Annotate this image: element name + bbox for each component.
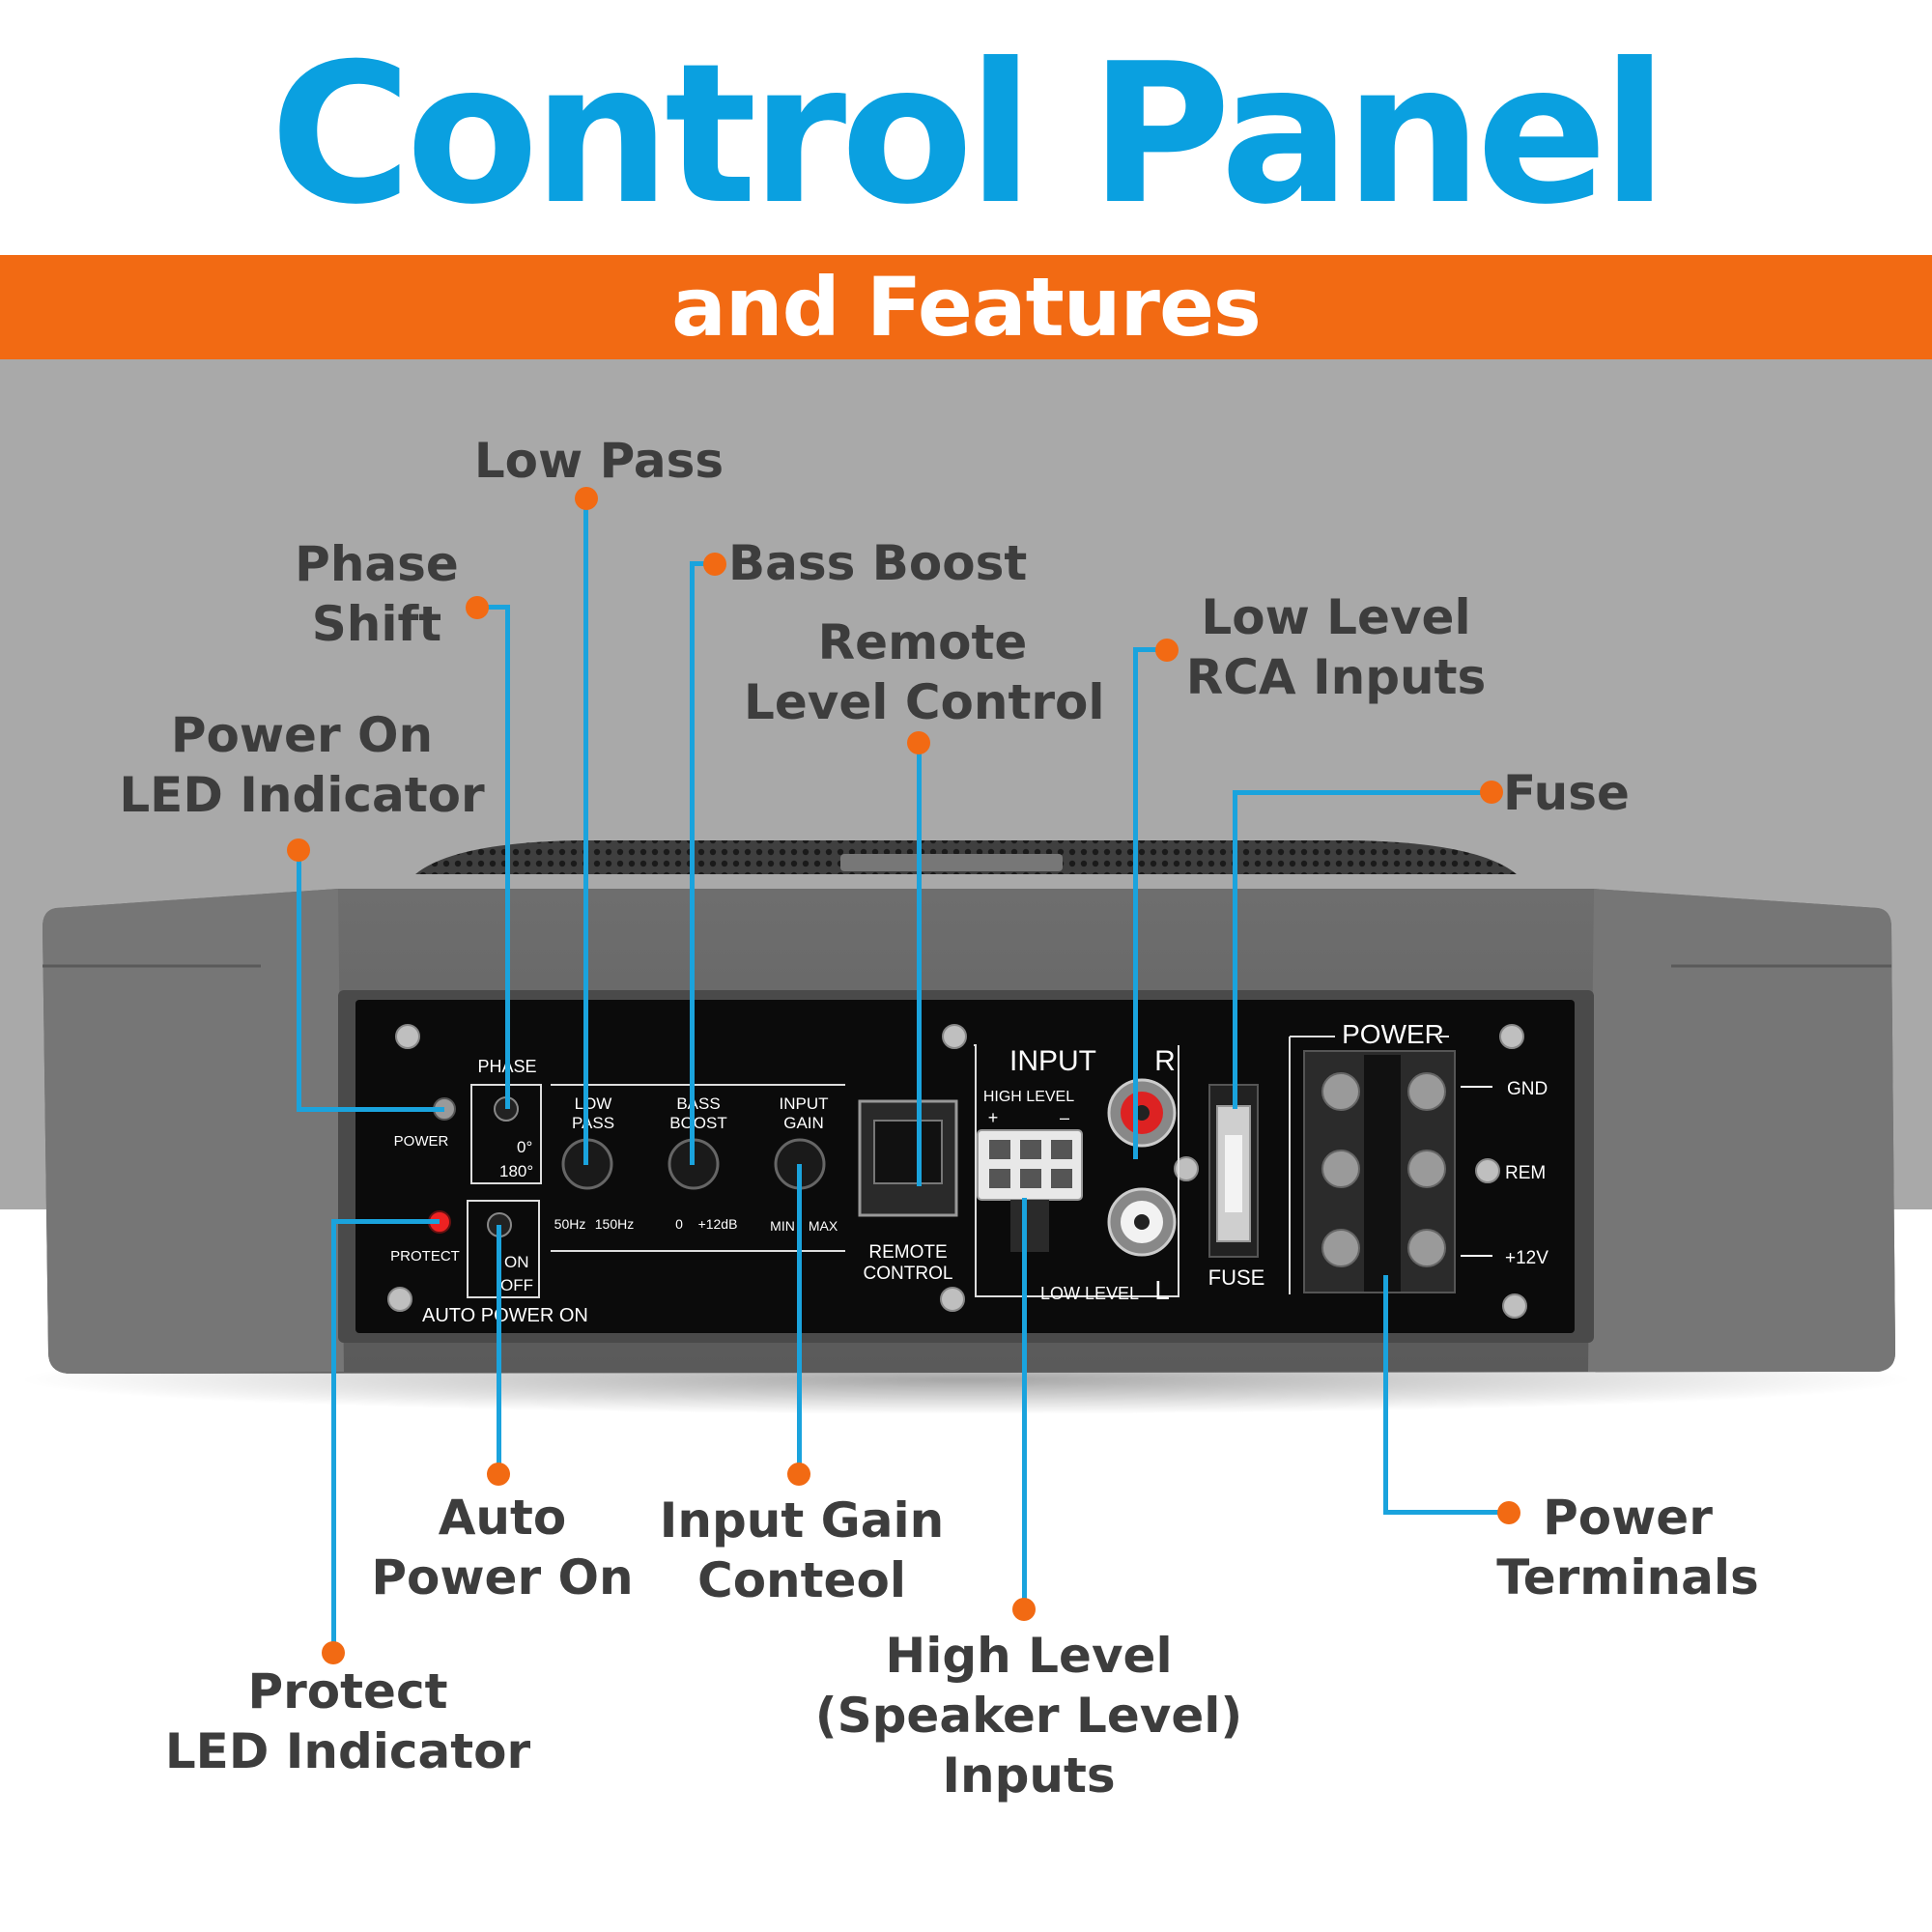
svg-text:150Hz: 150Hz [595,1216,634,1232]
leader-rca-h [1133,647,1166,652]
leader-low-pass-v [583,498,588,1165]
leader-auto-power-v [497,1225,501,1474]
svg-text:PROTECT: PROTECT [390,1248,460,1264]
svg-text:BASS: BASS [676,1094,720,1113]
svg-text:REMOTE: REMOTE [868,1242,947,1263]
callout-input-gain: Input Gain Conteol [659,1492,945,1608]
leader-bass-boost-v [690,561,695,1165]
dot-remote [907,731,930,754]
callout-low-level-rca: Low Level RCA Inputs [1185,589,1487,705]
leader-remote-v [917,742,922,1186]
callout-power-terminals: Power Terminals [1496,1490,1759,1605]
dot-auto-power [487,1463,510,1486]
callout-fuse: Fuse [1503,765,1630,821]
dot-low-pass [575,487,598,510]
dot-rca [1155,639,1179,662]
svg-text:OFF: OFF [500,1276,533,1294]
callout-phase-shift: Phase Shift [295,536,459,652]
control-panel [355,1000,1575,1333]
dot-power-terminals [1497,1501,1520,1524]
dot-bass-boost [703,553,726,576]
svg-text:LOW LEVEL: LOW LEVEL [1040,1284,1139,1303]
svg-text:FUSE: FUSE [1208,1265,1265,1290]
svg-text:BOOST: BOOST [669,1114,727,1132]
svg-text:L: L [1154,1275,1170,1305]
svg-text:MIN: MIN [770,1218,795,1234]
svg-text:LOW: LOW [575,1094,612,1113]
svg-text:POWER: POWER [1342,1019,1444,1049]
svg-text:+12dB: +12dB [698,1216,738,1232]
leader-power-terminals-h [1383,1510,1507,1515]
leader-power-terminals-v [1383,1275,1388,1515]
page-title: Control Panel [270,22,1667,247]
subtitle-band [0,255,1932,359]
svg-text:GND: GND [1507,1079,1548,1099]
callout-auto-power: Auto Power On [371,1490,634,1605]
svg-text:+12V: +12V [1505,1248,1548,1268]
svg-text:–: – [1060,1108,1069,1127]
svg-text:180°: 180° [499,1162,533,1180]
dot-fuse [1480,781,1503,804]
svg-text:0°: 0° [517,1138,532,1156]
page-subtitle: and Features [671,260,1262,355]
callout-bass-boost: Bass Boost [728,535,1028,591]
dot-input-gain [787,1463,810,1486]
svg-text:MAX: MAX [809,1218,838,1234]
leader-fuse-h [1233,790,1490,795]
dot-high-level [1012,1598,1036,1621]
right-end-cap [1588,889,1895,1372]
leader-power-led-h [297,1107,444,1112]
svg-text:50Hz: 50Hz [554,1216,586,1232]
svg-text:ON: ON [504,1253,529,1271]
svg-text:PASS: PASS [572,1114,614,1132]
svg-text:HIGH LEVEL: HIGH LEVEL [983,1089,1074,1105]
dot-phase [466,596,489,619]
callout-high-level: High Level (Speaker Level) Inputs [814,1628,1243,1804]
svg-text:+: + [988,1108,999,1127]
leader-phase-h [477,605,510,610]
leader-rca-v [1133,647,1138,1159]
callout-power-led: Power On LED Indicator [119,707,485,823]
leader-bass-boost-h [690,561,713,566]
left-end-cap [43,889,344,1374]
panel-screws [387,1024,1527,1319]
leader-power-led-v [297,850,301,1109]
svg-text:REM: REM [1505,1163,1546,1183]
svg-text:POWER: POWER [394,1133,449,1150]
callout-low-pass: Low Pass [473,433,724,489]
leader-high-level-v [1022,1198,1027,1609]
svg-text:CONTROL: CONTROL [864,1264,953,1284]
svg-text:INPUT: INPUT [1009,1045,1096,1077]
leader-fuse-v [1233,790,1237,1109]
callout-remote-level: Remote Level Control [744,614,1105,730]
leader-protect-h [331,1219,440,1224]
dot-protect [322,1641,345,1664]
svg-text:0: 0 [675,1216,683,1232]
leader-protect-v [331,1219,336,1652]
leader-phase-v [505,605,510,1109]
svg-text:INPUT: INPUT [780,1094,829,1113]
dot-power-led [287,838,310,862]
svg-text:R: R [1154,1045,1176,1077]
svg-text:GAIN: GAIN [783,1114,824,1132]
svg-text:AUTO POWER ON: AUTO POWER ON [422,1305,588,1326]
callout-protect-led: Protect LED Indicator [164,1663,531,1779]
leader-input-gain-v [797,1164,802,1473]
